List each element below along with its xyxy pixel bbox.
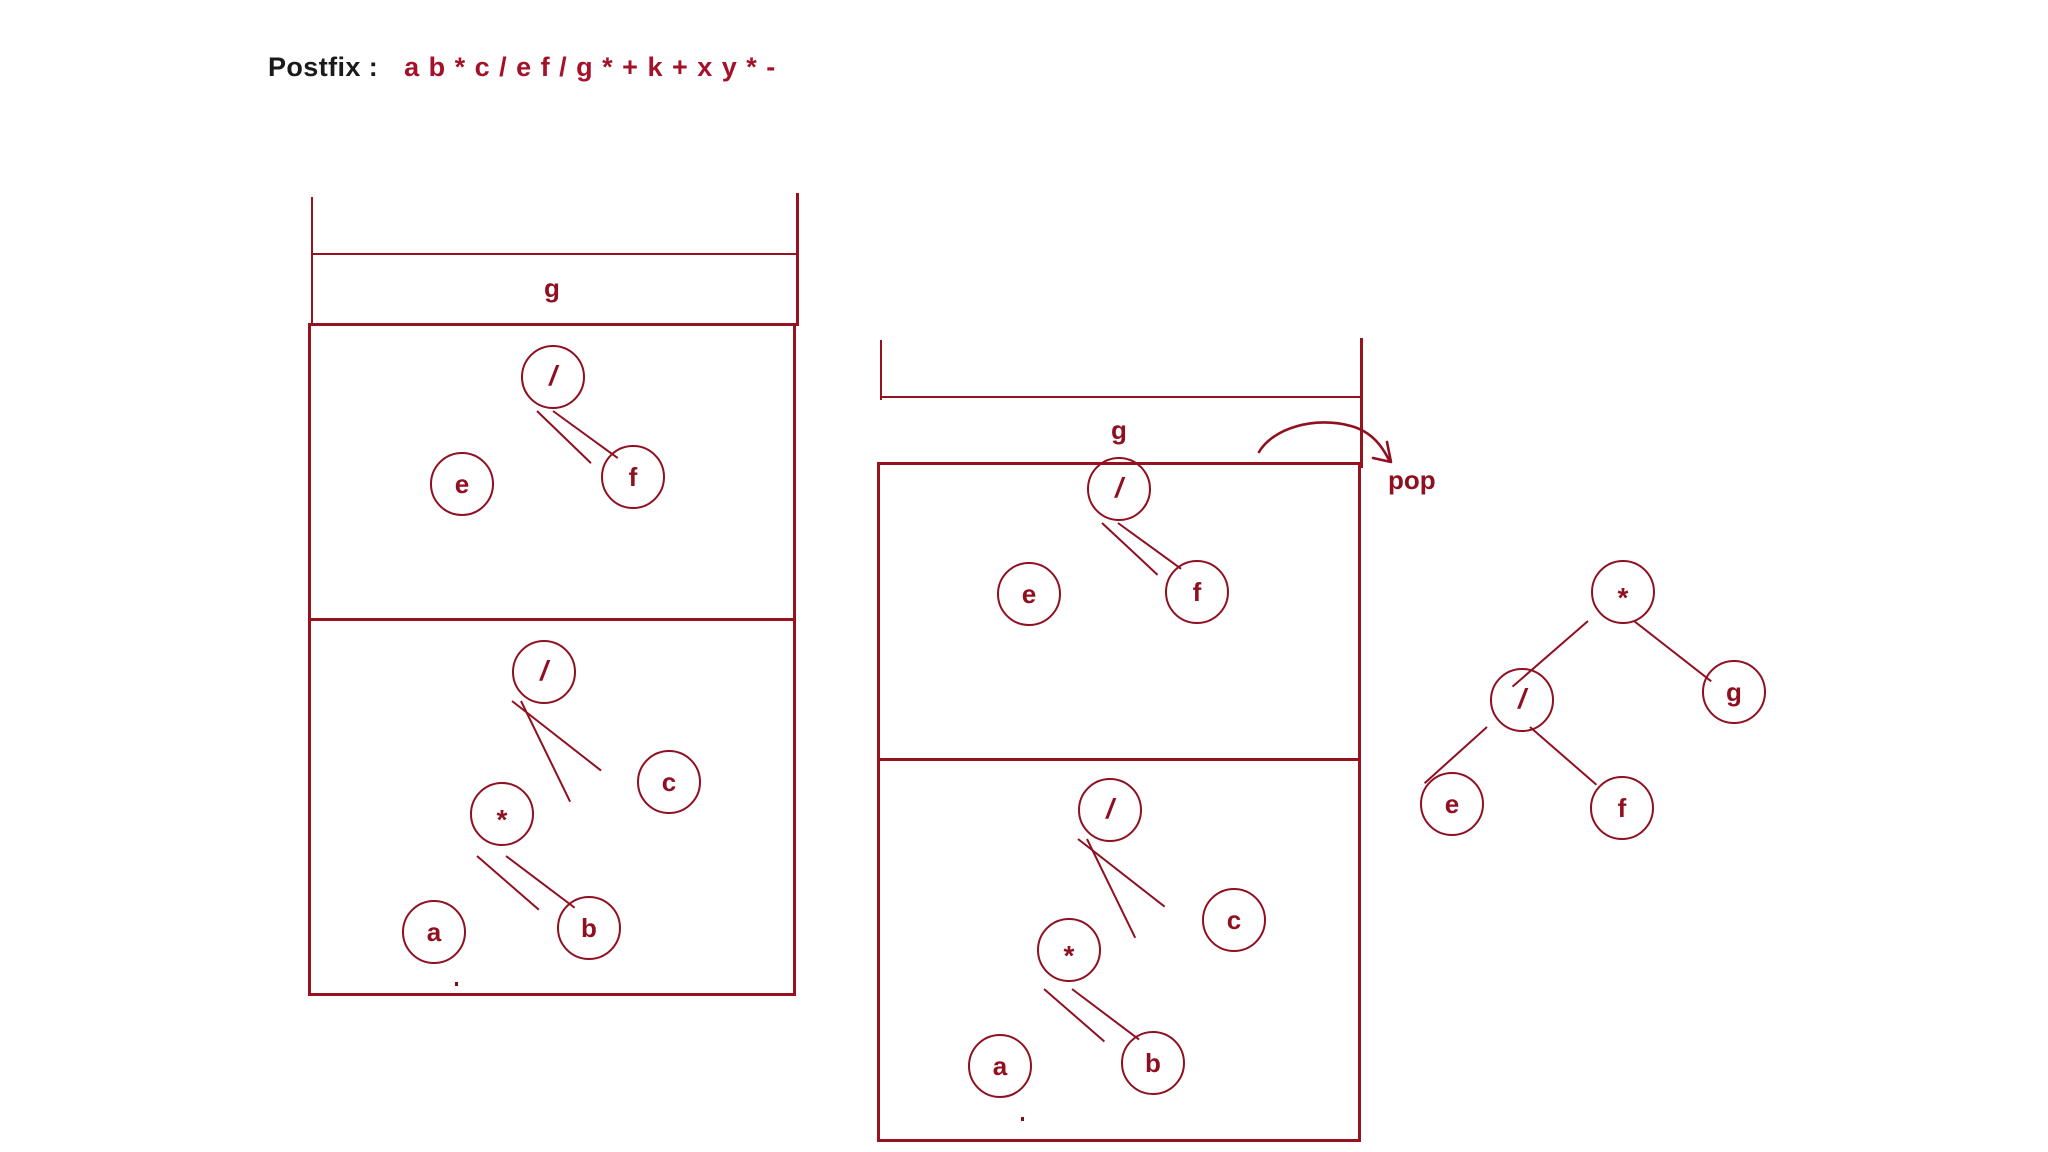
stack-left-divider-3 <box>308 618 796 621</box>
tree-node-label: e <box>1444 789 1460 819</box>
tree-node-label: e <box>454 469 470 499</box>
tree-node: f <box>1165 560 1229 624</box>
pop-arrow-icon <box>1257 421 1393 464</box>
tree-node-label: c <box>661 767 677 797</box>
pop-label: pop <box>1388 465 1436 495</box>
stray-dot <box>455 982 458 986</box>
stack-middle-right-border <box>1358 462 1361 1142</box>
tree-node-label: b <box>581 913 597 943</box>
tree-node-label: e <box>1021 579 1037 609</box>
tree-node: g <box>1702 660 1766 724</box>
tree-node: * <box>1037 918 1101 982</box>
tree-edge <box>1086 838 1137 939</box>
tree-node: / <box>1087 457 1151 521</box>
stack-left-right-border <box>793 323 796 995</box>
tree-node-label: * <box>1063 940 1075 971</box>
tree-node-label: c <box>1226 905 1242 935</box>
tree-edge <box>476 855 540 911</box>
tree-node: / <box>1490 668 1554 732</box>
tree-node-label: * <box>1617 582 1629 613</box>
postfix-title-row: Postfix : a b * c / e f / g * + k + x y … <box>268 52 776 83</box>
tree-node: b <box>1121 1031 1185 1095</box>
stack-left-bottom-border <box>308 993 796 996</box>
tree-node-label: f <box>1192 577 1202 607</box>
tree-node: / <box>521 345 585 409</box>
stack-left-left-border <box>308 323 311 995</box>
tree-edge <box>1071 988 1140 1041</box>
stack-middle-cell-g-label: g <box>1111 415 1127 445</box>
tree-node-label: f <box>628 462 638 492</box>
stack-middle-left-border-top <box>880 340 882 400</box>
tree-node: / <box>512 640 576 704</box>
tree-node: f <box>601 445 665 509</box>
tree-node: e <box>1420 772 1484 836</box>
tree-node-label: / <box>540 655 548 686</box>
stack-middle-bottom-border <box>877 1139 1361 1142</box>
tree-edge <box>1633 620 1712 683</box>
page-title: Postfix : <box>268 52 379 82</box>
tree-node: e <box>430 452 494 516</box>
stack-middle-right-border-top <box>1360 338 1363 468</box>
tree-node: c <box>637 750 701 814</box>
stack-left-divider-1 <box>311 253 798 255</box>
tree-node-label: g <box>1726 677 1742 707</box>
postfix-expression: a b * c / e f / g * + k + x y * - <box>404 52 777 82</box>
tree-node-label: b <box>1145 1048 1161 1078</box>
tree-edge <box>520 700 571 803</box>
tree-node-label: / <box>1518 683 1526 714</box>
tree-node: a <box>968 1034 1032 1098</box>
stack-left-cell-g-label: g <box>544 273 560 303</box>
tree-edge <box>1043 988 1106 1043</box>
tree-node: b <box>557 896 621 960</box>
tree-node-label: / <box>1106 793 1114 824</box>
tree-node-label: / <box>1115 472 1123 503</box>
tree-node: c <box>1202 888 1266 952</box>
stack-left-right-border-top <box>796 193 799 325</box>
tree-node: * <box>470 782 534 846</box>
tree-edge <box>1529 726 1598 786</box>
tree-node: f <box>1590 776 1654 840</box>
tree-node: a <box>402 900 466 964</box>
stack-middle-divider-1 <box>880 396 1363 398</box>
tree-node-label: f <box>1617 793 1627 823</box>
tree-edge <box>505 855 576 909</box>
tree-node: e <box>997 562 1061 626</box>
stack-middle-divider-3 <box>877 758 1361 761</box>
tree-node: * <box>1591 560 1655 624</box>
tree-node-label: / <box>549 360 557 391</box>
stack-middle-left-border <box>877 462 880 1142</box>
stack-left-left-border-top <box>311 197 313 325</box>
tree-node-label: a <box>426 917 442 947</box>
stack-left-divider-2 <box>308 323 799 326</box>
stray-dot <box>1021 1117 1024 1121</box>
tree-node-label: * <box>496 804 508 835</box>
tree-node-label: a <box>992 1051 1008 1081</box>
tree-node: / <box>1078 778 1142 842</box>
